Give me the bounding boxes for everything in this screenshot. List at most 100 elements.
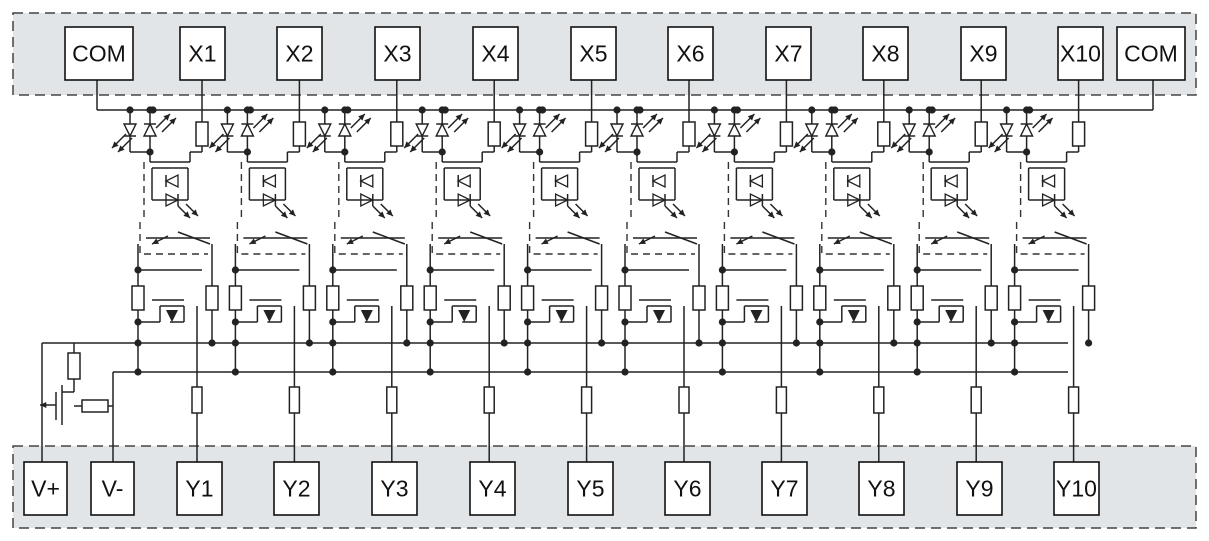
terminal-x2: X2	[276, 26, 323, 81]
junction-dot	[539, 106, 547, 114]
junction-dot	[816, 368, 824, 376]
resistor	[970, 386, 982, 414]
channel-5-led-emit-arrow-head	[507, 145, 515, 152]
channel-10-led-emit-arrow-head	[1039, 114, 1047, 121]
junction-dot	[792, 339, 801, 347]
terminal-y7-box	[761, 461, 808, 516]
channel-10-led-a	[999, 123, 1014, 138]
channel-9-fet-arrow	[945, 310, 958, 322]
channel-9-opto-light-arrow-head	[962, 211, 970, 218]
resistor	[326, 285, 340, 311]
junction-dot	[1026, 106, 1034, 114]
junction-dot	[329, 368, 337, 376]
channel-4-opto-light-arrow-head	[475, 211, 483, 218]
resistor	[682, 121, 696, 147]
channel-1-photo-collector	[177, 231, 211, 245]
channel-9-led-b	[922, 122, 937, 137]
terminal-y4: Y4	[469, 461, 516, 516]
terminal-com-right-label: COM	[1124, 41, 1178, 67]
channel-10-photo-emitter-head	[1028, 238, 1036, 244]
channel-10-led-emit-arrow-head	[994, 145, 1002, 152]
channel-4-led-emit-arrow-head	[404, 141, 411, 148]
channel-6-led-emit-arrow-head	[650, 114, 657, 121]
terminal-x2-box	[276, 26, 323, 81]
channel-4-opto-diode-a	[456, 173, 471, 189]
channel-6-photo-emitter-head	[639, 238, 646, 244]
channel-2-opto-diode-b	[262, 192, 277, 208]
resistor	[715, 285, 730, 311]
channel-4-photo-outline	[431, 222, 501, 255]
channel-1-photo-outline	[139, 222, 208, 255]
channel-7-led-emit-arrow-head	[747, 114, 755, 121]
channel-1-led-a	[122, 123, 138, 138]
terminal-x7-box	[765, 26, 812, 81]
resistor	[292, 121, 307, 147]
channel-10-opto-diode-a	[1041, 173, 1056, 189]
terminal-y9-label: Y9	[965, 476, 993, 502]
terminal-y3-label: Y3	[380, 476, 408, 502]
resistor	[1081, 285, 1096, 311]
channel-2-opto-light-arrow-head	[288, 209, 296, 216]
channel-10-opto-diode-b	[1041, 192, 1057, 208]
terminal-x8-box	[862, 26, 909, 81]
resistor	[779, 121, 794, 147]
channel-5-fet-arrow	[555, 310, 568, 322]
channel-2-photo-emitter-head	[249, 238, 257, 244]
junction-dot	[441, 106, 449, 114]
channel-3-photo-collector	[372, 231, 406, 245]
terminal-v-plus-label: V+	[31, 476, 60, 502]
channel-7-photo-emitter-head	[736, 238, 744, 244]
junction-dot	[890, 339, 898, 347]
resistor	[228, 285, 243, 311]
terminal-x7: X7	[765, 26, 812, 81]
channel-3-opto-diode-b	[360, 192, 375, 208]
channel-10-opto-light-arrow-head	[1059, 211, 1067, 218]
resistor	[288, 386, 301, 414]
junction-dot	[329, 339, 337, 347]
resistor	[67, 352, 81, 380]
channel-3-fet-arrow	[360, 310, 373, 322]
channel-2-led-emit-arrow-head	[266, 118, 274, 125]
terminal-x1-box	[179, 26, 226, 81]
channel-9-opto-light-arrow-head	[970, 209, 978, 216]
channel-8-led-b	[824, 122, 839, 137]
junction-dot	[718, 368, 727, 376]
channel-1-led-emit-arrow-head	[169, 118, 176, 125]
terminal-com-right-box	[1116, 26, 1186, 81]
terminal-y7-label: Y7	[770, 476, 798, 502]
terminal-x9-box	[960, 26, 1007, 81]
channel-2-led-emit-arrow-head	[260, 114, 268, 121]
terminal-x4: X4	[472, 26, 519, 81]
junction-dot	[134, 368, 142, 376]
channel-8-led-emit-arrow-head	[799, 145, 807, 152]
terminal-y2-label: Y2	[282, 476, 310, 502]
junction-dot	[231, 339, 239, 347]
channel-10-photo-collector	[1054, 231, 1087, 245]
resistor	[423, 285, 437, 311]
resistor	[1067, 386, 1080, 414]
channel-1-opto-light-arrow-head	[191, 209, 198, 216]
terminal-com-left-label: COM	[72, 41, 126, 67]
terminal-y10-box	[1053, 461, 1100, 516]
terminal-x4-box	[472, 26, 519, 81]
terminal-y1: Y1	[176, 461, 223, 516]
channel-10-led-emit-arrow-head	[1045, 118, 1053, 125]
channel-2-led-a	[220, 123, 235, 138]
channel-6-led-emit-arrow-head	[656, 118, 663, 125]
terminal-y6: Y6	[664, 461, 711, 516]
terminal-y5-box	[567, 461, 614, 516]
channel-8-led-emit-arrow-head	[845, 114, 852, 121]
channel-6-photo-collector	[664, 231, 698, 245]
terminal-y8-box	[858, 461, 905, 516]
terminal-y1-label: Y1	[185, 476, 213, 502]
channel-6-opto-diode-a	[651, 173, 666, 189]
channel-8-opto-diode-a	[846, 173, 861, 189]
junction-dot	[913, 368, 921, 376]
terminal-com-right: COM	[1116, 26, 1186, 81]
channel-4-photo-emitter-head	[444, 238, 452, 244]
channel-6-opto-light-arrow-head	[678, 209, 685, 216]
channel-4-led-emit-arrow-head	[455, 114, 463, 121]
channel-1-led-b	[142, 122, 158, 137]
junction-dot	[524, 339, 532, 347]
